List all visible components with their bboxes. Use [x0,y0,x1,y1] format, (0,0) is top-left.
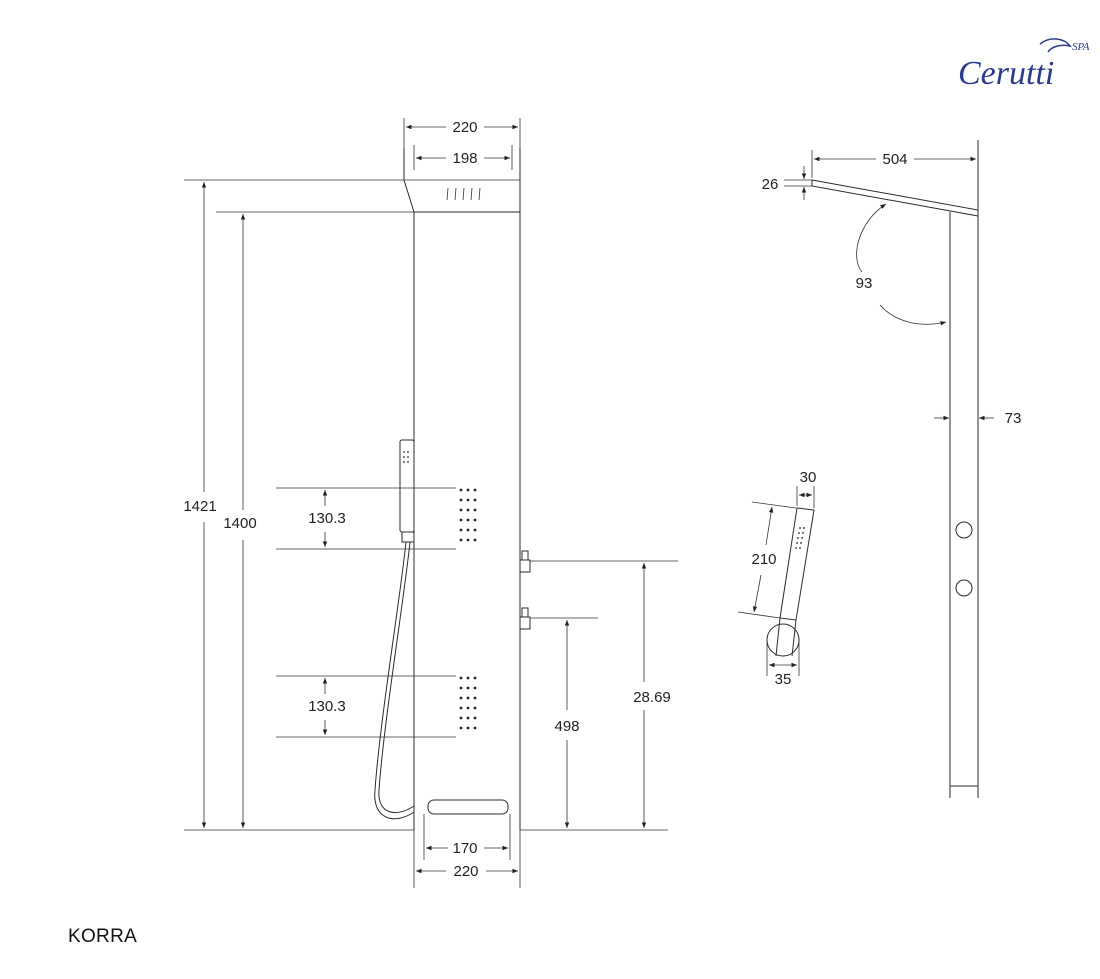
dim-top-outer: 220 [452,119,477,136]
hand-shower-dimensions: 30 210 35 [737,469,817,688]
dim-mixer-height: 28.69 [633,689,671,706]
dim-total-height: 1421 [183,498,216,515]
dim-angle: 93 [856,275,873,292]
dim-shelf-width: 170 [452,840,477,857]
model-name: KORRA [68,926,138,947]
hand-shower-front [374,439,415,820]
side-knob-lower [955,579,973,597]
hand-shower-detail [766,507,815,657]
side-knob-upper [955,521,973,539]
dim-diverter-height: 498 [554,718,579,735]
brand-suffix: SPA [1072,41,1090,53]
dim-hand-length: 210 [751,551,776,568]
side-dimensions: 504 26 93 73 [762,150,1022,427]
dim-head-length: 504 [882,151,907,168]
mixer-knob-upper [519,550,531,573]
shower-hose [374,541,415,820]
side-view [811,140,979,798]
dim-top-inner: 198 [452,150,477,167]
front-view [374,148,531,860]
detail-handle [779,507,815,621]
mixer-knob-lower [519,607,531,630]
shelf [427,799,509,815]
body-jet-lower [459,676,477,730]
dim-jet-spacing-upper: 130.3 [308,510,346,527]
dim-hand-width: 30 [800,469,817,486]
brand-logo: Cerutti SPA [958,38,1090,92]
dim-holder-width: 35 [775,671,792,688]
dolphin-icon [1039,38,1072,53]
front-dimensions: 220 198 1421 1400 130.3 130.3 [183,118,678,888]
brand-name: Cerutti [958,55,1054,92]
side-shower-arm [811,179,979,217]
dim-head-thickness: 26 [762,176,779,193]
dim-jet-spacing-lower: 130.3 [308,698,346,715]
rain-nozzles [446,187,481,201]
dim-base-width: 220 [453,863,478,880]
dim-panel-height: 1400 [223,515,256,532]
dim-panel-depth: 73 [1005,410,1022,427]
body-jet-upper [459,488,477,542]
